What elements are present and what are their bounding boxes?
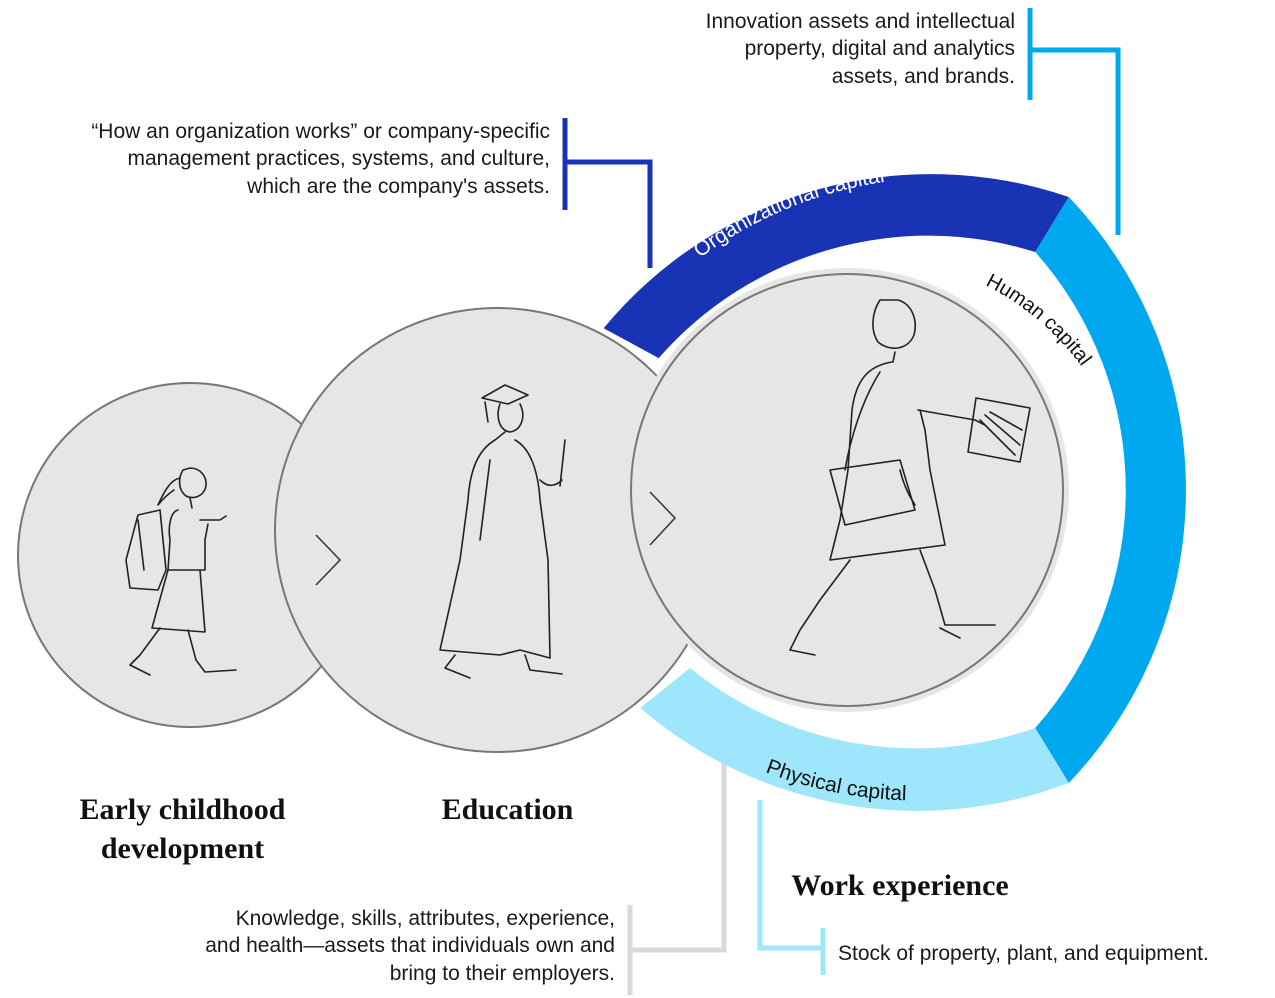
physical-leader-line: [757, 800, 823, 951]
annotation-line: property, digital and analytics: [744, 37, 1015, 61]
capital-ring: [603, 174, 1186, 811]
annotation-line: Stock of property, plant, and equipment.: [838, 942, 1209, 965]
chevron-right-icon: [315, 534, 342, 586]
stage-label-line: development: [100, 832, 265, 865]
graduate-icon: [439, 384, 566, 679]
annotation-line: “How an organization works” or company-s…: [91, 120, 550, 143]
child-walking-icon: [125, 467, 237, 676]
annotation-line: management practices, systems, and cultu…: [127, 147, 550, 171]
innovation-leader-line: [1030, 47, 1121, 235]
physical-capital-arc: [640, 668, 1069, 811]
chevron-right-icon: [649, 491, 677, 546]
annotation-line: which are the company's assets.: [247, 174, 550, 198]
organizational-capital-arc: [603, 174, 1069, 359]
human-capital-annotation: Knowledge, skills, attributes, experienc…: [120, 905, 615, 987]
other-intangible-capital-arc: [1035, 197, 1186, 783]
human-capital-circle: [630, 273, 1064, 707]
businesswoman-walking-icon: [789, 299, 1031, 656]
annotation-line: Knowledge, skills, attributes, experienc…: [235, 907, 615, 930]
annotation-line: Innovation assets and intellectual: [705, 10, 1015, 33]
innovation-annotation: Innovation assets and intellectual prope…: [610, 8, 1015, 90]
organizational-leader-line: [565, 159, 653, 268]
stage-label-line: Education: [441, 793, 574, 826]
annotation-line: and health—assets that individuals own a…: [205, 934, 615, 958]
early-childhood-label: Early childhood development: [40, 790, 325, 868]
human-leader-line: [630, 712, 727, 953]
physical-capital-annotation: Stock of property, plant, and equipment.: [838, 940, 1268, 967]
organizational-annotation: “How an organization works” or company-s…: [10, 118, 550, 200]
annotation-line: assets, and brands.: [831, 64, 1015, 88]
stage-label-line: Work experience: [791, 869, 1009, 902]
annotation-line: bring to their employers.: [389, 961, 615, 985]
work-experience-label: Work experience: [755, 866, 1045, 905]
stage-label-line: Early childhood: [79, 793, 286, 826]
stage-circles: [17, 268, 1069, 753]
education-label: Education: [380, 790, 635, 829]
leader-lines: [562, 8, 1121, 995]
